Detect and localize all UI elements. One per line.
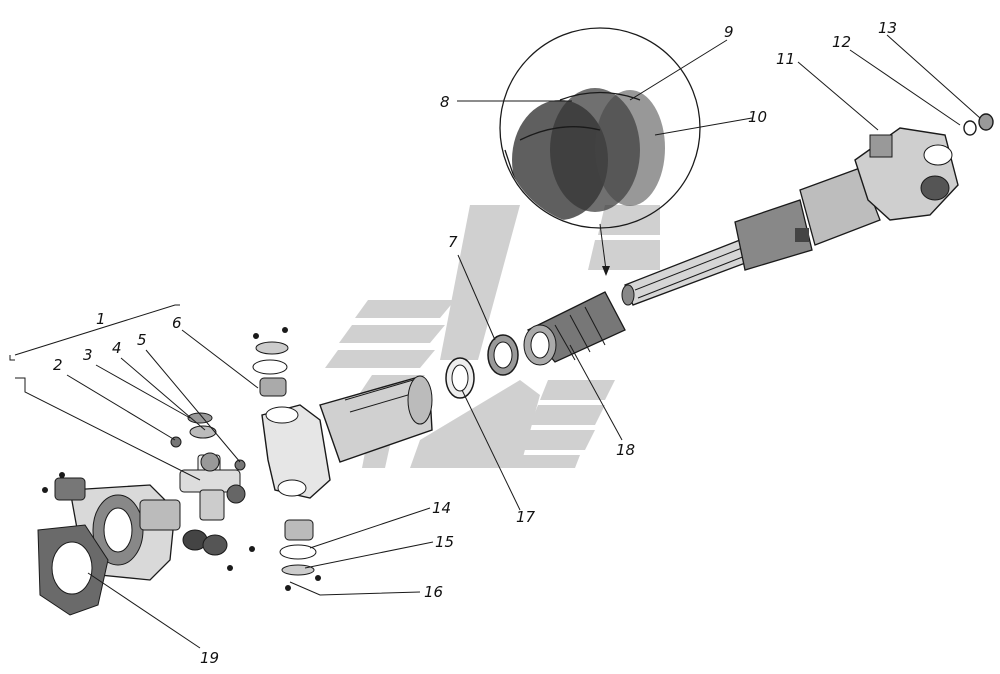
protective-boot — [523, 291, 626, 366]
callout-9: 9 — [724, 23, 734, 41]
callout-4: 4 — [112, 339, 122, 357]
callout-3: 3 — [83, 346, 93, 364]
gasket — [37, 524, 109, 616]
callout-6: 6 — [172, 314, 182, 332]
callout-2: 2 — [53, 356, 63, 374]
front-yoke-assembly — [854, 127, 959, 221]
detail-magnified-view — [499, 27, 701, 276]
driveshaft-tube — [734, 167, 881, 271]
callout-18: 18 — [616, 441, 635, 459]
nuts — [963, 113, 994, 136]
callout-7: 7 — [448, 233, 458, 251]
bearing-caps-and-bolts — [252, 327, 321, 591]
callout-17: 17 — [516, 508, 536, 526]
callout-12: 12 — [832, 33, 851, 51]
callout-labels: 1 2 3 4 5 6 7 8 9 10 11 12 13 14 15 16 1… — [53, 19, 897, 667]
callout-13: 13 — [878, 19, 897, 37]
callout-15: 15 — [435, 533, 454, 551]
callout-8: 8 — [440, 93, 450, 111]
seal-ring — [487, 334, 519, 376]
callout-5: 5 — [137, 331, 147, 349]
callout-19: 19 — [200, 649, 219, 667]
callout-10: 10 — [748, 108, 767, 126]
callout-14: 14 — [432, 499, 451, 517]
universal-joint-cross — [170, 412, 255, 571]
leader-lines — [9, 34, 981, 649]
callout-11: 11 — [776, 50, 795, 68]
flange-mount-housing — [42, 472, 181, 581]
callout-1: 1 — [96, 310, 106, 328]
callout-16: 16 — [424, 583, 443, 601]
retaining-ring — [445, 357, 475, 399]
slip-yoke — [261, 375, 433, 499]
